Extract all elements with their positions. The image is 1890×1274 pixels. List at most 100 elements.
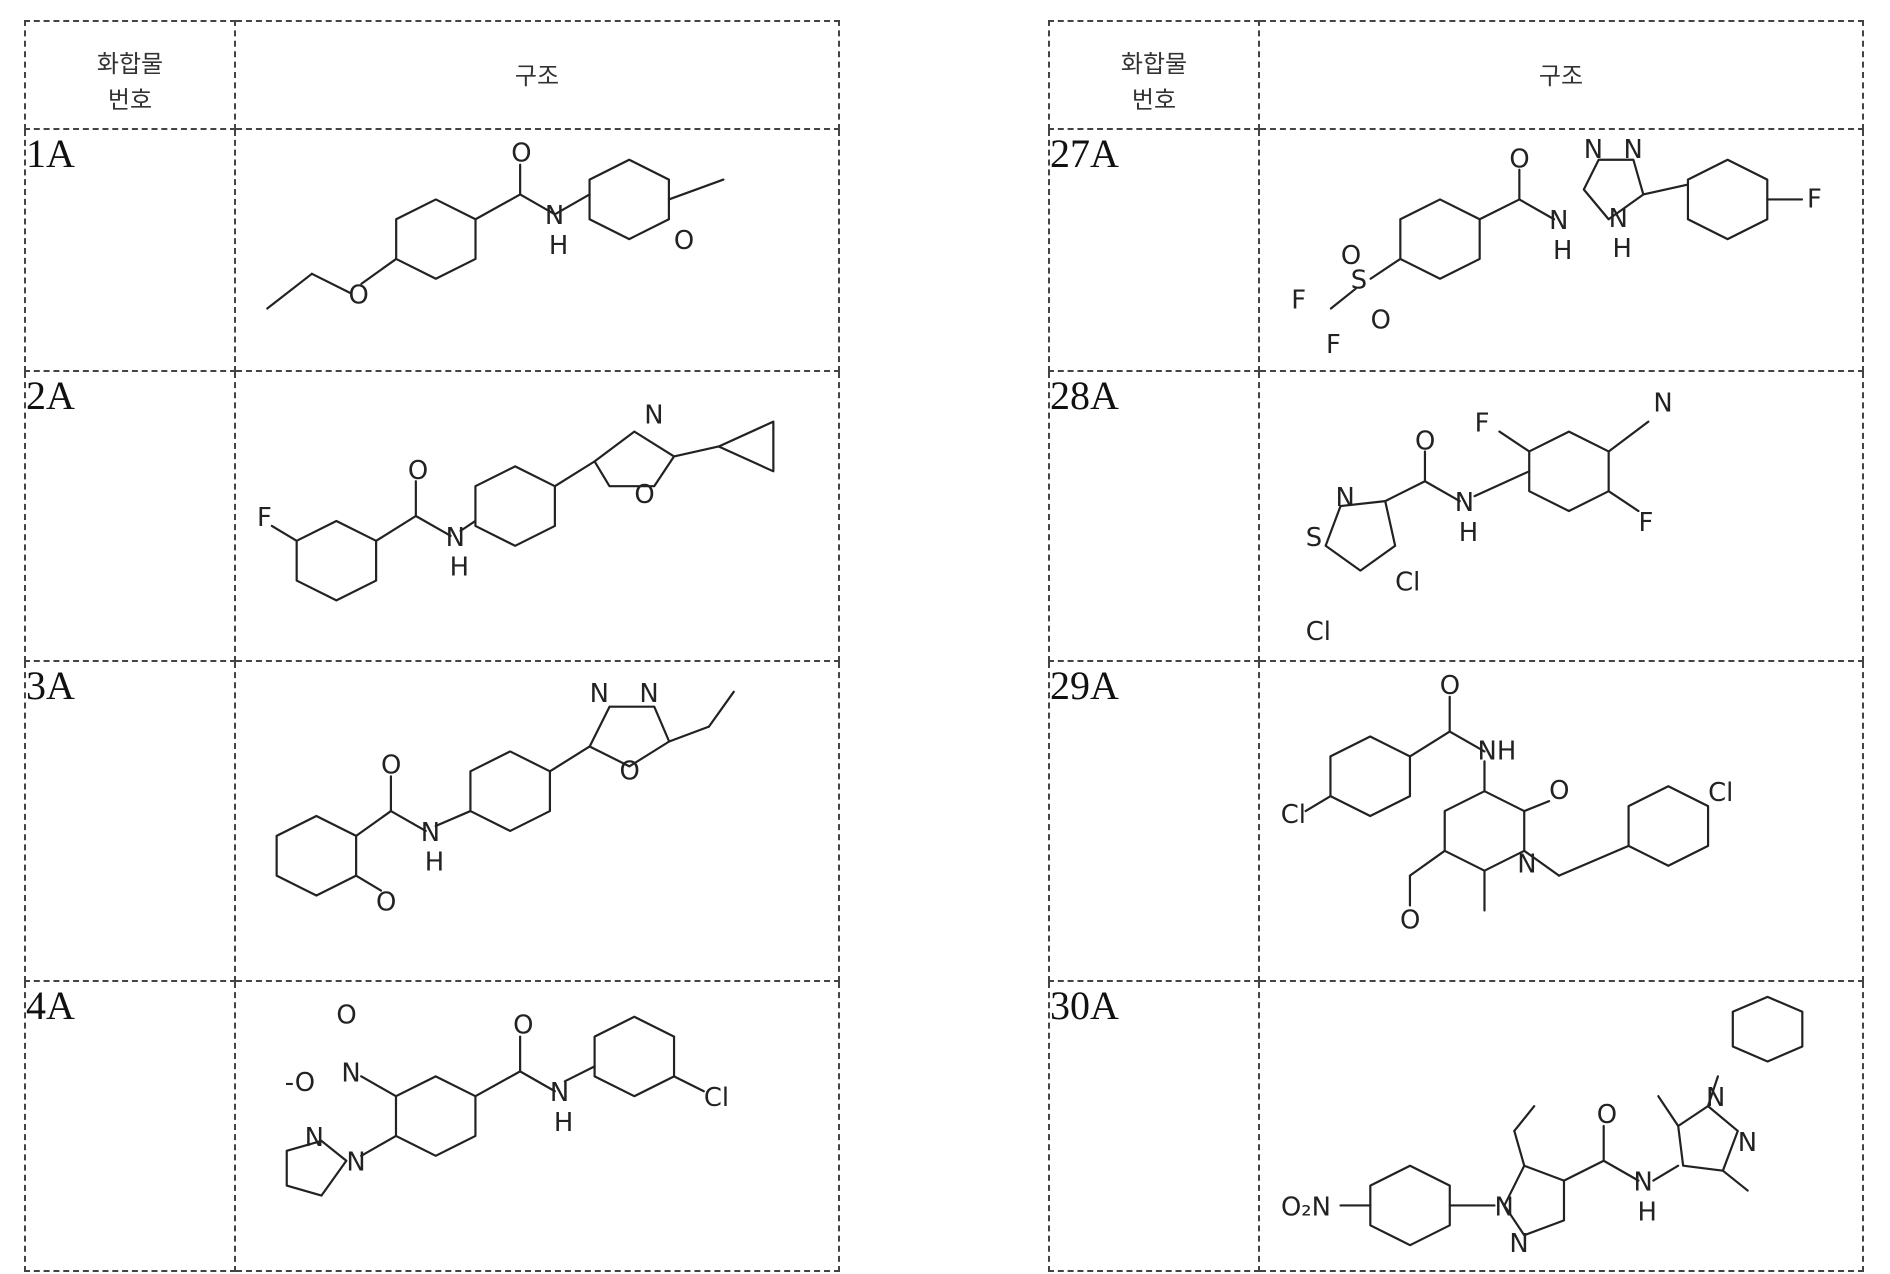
svg-text:N: N (1494, 1192, 1513, 1222)
svg-text:N: N (644, 401, 663, 431)
header-compound-number: 화합물 번호 (1049, 21, 1259, 129)
svg-text:F: F (257, 503, 272, 533)
svg-text:F: F (1475, 409, 1490, 439)
svg-text:N: N (1738, 1128, 1757, 1158)
table-row: 30A O₂NN NO NH NN (1049, 981, 1863, 1271)
svg-text:O: O (349, 281, 369, 311)
chemical-structure-drawing: ONH NN OO (236, 662, 838, 980)
compound-id: 3A (25, 661, 235, 981)
compound-id: 30A (1049, 981, 1259, 1271)
svg-text:O: O (1549, 776, 1569, 806)
structure-28A: ONH NFF SN ClCl (1259, 371, 1863, 661)
svg-text:O: O (513, 1011, 533, 1041)
svg-text:N: N (1517, 850, 1536, 880)
svg-text:F: F (1807, 184, 1822, 214)
svg-text:O: O (1341, 241, 1361, 271)
structure-27A: ONH NN NH FS OO FF (1259, 129, 1863, 371)
svg-text:N: N (1584, 135, 1603, 165)
structure-30A: O₂NN NO NH NN (1259, 981, 1863, 1271)
svg-text:O: O (634, 480, 654, 510)
svg-text:NH: NH (1478, 736, 1517, 766)
svg-text:-O: -O (285, 1068, 315, 1098)
svg-text:O: O (511, 139, 531, 169)
header-structure: 구조 (235, 21, 839, 129)
svg-text:N: N (1706, 1083, 1725, 1113)
table-row: 27A ONH NN NH FS OO FF (1049, 129, 1863, 371)
svg-text:H: H (1637, 1197, 1656, 1227)
table-row: 4A ONH ClN O-O NN (25, 981, 839, 1271)
chemical-structure-drawing: ONH NFF SN ClCl (1260, 372, 1862, 660)
svg-text:N: N (421, 818, 440, 848)
svg-text:O: O (1415, 426, 1435, 456)
structure-4A: ONH ClN O-O NN (235, 981, 839, 1271)
svg-text:O: O (674, 226, 694, 256)
svg-text:O: O (1509, 145, 1529, 175)
svg-text:N: N (305, 1123, 324, 1153)
structure-2A: FO NH NO (235, 371, 839, 661)
svg-text:O: O (619, 756, 639, 786)
svg-text:O: O (376, 887, 396, 917)
structure-29A: ONH ON ClCl O (1259, 661, 1863, 981)
compound-table-left: 화합물 번호 구조 1A ONH OO 2A (24, 20, 840, 1272)
svg-text:N: N (1653, 389, 1672, 419)
header-structure: 구조 (1259, 21, 1863, 129)
compound-id: 28A (1049, 371, 1259, 661)
svg-text:Cl: Cl (1395, 567, 1420, 597)
table-row: 1A O NH O O (25, 129, 839, 371)
svg-text:N: N (1633, 1168, 1652, 1198)
svg-text:N: N (446, 523, 465, 553)
svg-text:F: F (1326, 330, 1341, 360)
table-row: 28A ONH NFF SN ClCl (1049, 371, 1863, 661)
chemical-structure-drawing: FO NH NO (236, 372, 838, 660)
svg-text:Cl: Cl (704, 1083, 729, 1113)
chemical-structure-drawing: ONH NN NH FS OO FF (1260, 130, 1862, 370)
svg-text:O: O (1371, 305, 1391, 335)
chemical-structure-drawing: O NH O O (236, 130, 838, 370)
svg-text:N: N (346, 1148, 365, 1178)
svg-text:N: N (639, 679, 658, 709)
svg-text:H: H (554, 1108, 573, 1138)
svg-text:O: O (408, 456, 428, 486)
chemical-structure-drawing: O₂NN NO NH NN (1260, 982, 1862, 1270)
svg-text:O: O (381, 750, 401, 780)
svg-text:N: N (1609, 204, 1628, 234)
chemical-structure-drawing: ONH ClN O-O NN (236, 982, 838, 1270)
chemical-structure-drawing: ONH ON ClCl O (1260, 662, 1862, 980)
svg-text:N: N (545, 201, 564, 231)
svg-text:N: N (1455, 488, 1474, 518)
svg-text:Cl: Cl (1708, 778, 1733, 808)
structure-3A: ONH NN OO (235, 661, 839, 981)
svg-text:N: N (1549, 206, 1568, 236)
header-compound-number: 화합물 번호 (25, 21, 235, 129)
svg-text:H: H (1459, 518, 1478, 548)
compound-id: 2A (25, 371, 235, 661)
svg-text:O: O (1400, 905, 1420, 935)
svg-text:H: H (1553, 236, 1572, 266)
svg-text:N: N (1623, 135, 1642, 165)
svg-text:N: N (590, 679, 609, 709)
compound-id: 4A (25, 981, 235, 1271)
table-row: 2A FO NH NO (25, 371, 839, 661)
svg-text:H: H (425, 848, 444, 878)
svg-text:O₂N: O₂N (1281, 1192, 1331, 1222)
svg-text:Cl: Cl (1281, 800, 1306, 830)
svg-text:O: O (1440, 671, 1460, 701)
compound-id: 1A (25, 129, 235, 371)
svg-text:N: N (1336, 483, 1355, 513)
svg-text:Cl: Cl (1306, 617, 1331, 647)
svg-text:H: H (1613, 234, 1632, 264)
compound-table-right: 화합물 번호 구조 27A ONH NN NH FS OO (1048, 20, 1864, 1272)
svg-text:F: F (1638, 508, 1653, 538)
table-row: 3A ONH NN OO (25, 661, 839, 981)
structure-1A: O NH O O (235, 129, 839, 371)
svg-text:N: N (1509, 1229, 1528, 1259)
svg-text:H: H (549, 231, 568, 261)
svg-text:H: H (450, 553, 469, 583)
svg-text:N: N (550, 1078, 569, 1108)
svg-text:N: N (341, 1058, 360, 1088)
compound-id: 27A (1049, 129, 1259, 371)
svg-text:O: O (336, 1001, 356, 1031)
compound-id: 29A (1049, 661, 1259, 981)
svg-text:O: O (1597, 1100, 1617, 1130)
svg-text:F: F (1291, 286, 1306, 316)
